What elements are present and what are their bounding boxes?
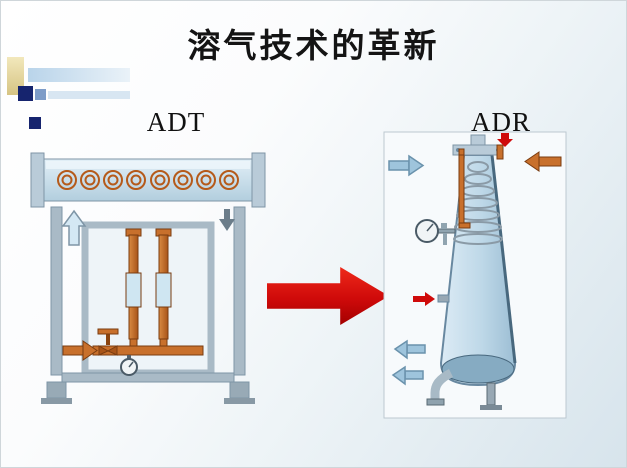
gauge-valve	[441, 223, 447, 229]
bottom-outlet	[426, 368, 502, 410]
deco-blue-bar	[28, 68, 130, 82]
left-leg	[46, 381, 67, 399]
outlet-blue-arrow-icon	[393, 339, 426, 360]
support-foot	[480, 405, 502, 410]
vessel-right-edge	[490, 154, 517, 364]
tank-highlight	[46, 161, 250, 169]
deco-blue-square	[35, 89, 46, 100]
right-leg	[229, 381, 250, 399]
pressure-gauge-assembly	[415, 219, 456, 245]
air-up-arrow-icon	[61, 209, 87, 246]
bullet-square	[29, 117, 41, 129]
aeration-swirls	[57, 170, 239, 190]
top-stem	[470, 134, 486, 146]
left-foot	[41, 398, 72, 404]
outlet-blue-arrow2-icon	[391, 365, 424, 386]
deco-tan-rect	[7, 57, 24, 95]
tube1-sight-glass	[125, 272, 142, 308]
swirl-icon	[150, 170, 170, 190]
orange-dip-tube	[458, 144, 504, 229]
support-leg	[486, 382, 496, 406]
transition-arrow-icon	[267, 267, 389, 325]
sight-tubes	[125, 228, 172, 348]
drain-stub	[443, 233, 447, 245]
gauge-icon	[415, 219, 439, 243]
inlet-orange-arrow-icon	[524, 151, 562, 172]
inlet-blue-arrow-icon	[388, 154, 425, 177]
right-foot	[224, 398, 255, 404]
adr-diagram	[383, 131, 567, 419]
gauge-icon	[120, 355, 138, 376]
valve-icon	[97, 328, 119, 356]
side-red-arrow-icon	[413, 292, 435, 306]
swirl-icon	[103, 170, 123, 190]
horizontal-saturator-tank	[30, 152, 266, 208]
swirl-icon	[196, 170, 216, 190]
bottom-shelf	[61, 372, 235, 383]
swirl-icon	[219, 170, 239, 190]
swirl-icon	[80, 170, 100, 190]
inlet-arrow-icon	[62, 340, 98, 361]
swirl-icon	[126, 170, 146, 190]
vent-down-arrow-icon	[219, 209, 235, 231]
side-port	[413, 292, 450, 306]
slide-title: 溶气技术的革新	[187, 29, 440, 65]
inlet-piping	[62, 328, 204, 376]
adt-diagram	[30, 152, 266, 404]
deco-navy-square	[18, 86, 33, 101]
outlet-pipe	[430, 368, 454, 399]
tube2-sight-glass	[155, 272, 172, 308]
swirl-icon	[57, 170, 77, 190]
outlet-flange	[426, 398, 445, 406]
frame-right-post	[233, 206, 246, 376]
side-nozzle	[437, 294, 450, 303]
vessel-bottom-cap	[441, 354, 515, 384]
tank-cap-right	[251, 152, 266, 208]
swirl-icon	[173, 170, 193, 190]
tank-cap-left	[30, 152, 45, 208]
deco-thin-bar	[48, 91, 130, 99]
top-red-arrow-icon	[497, 133, 513, 147]
frame-left-post	[50, 206, 63, 376]
adt-label: ADT	[146, 107, 206, 137]
